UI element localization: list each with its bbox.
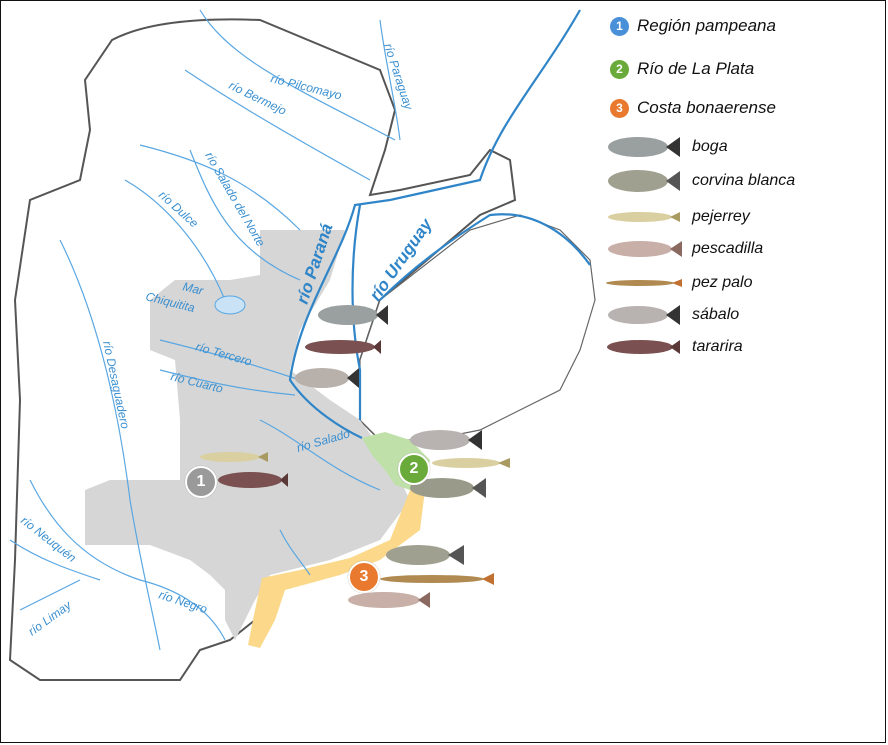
map-fish-boga-1 [295,368,359,388]
map-fish-pez-palo-1 [380,573,494,585]
pez-palo-fish-icon [606,279,682,287]
sabalo-fish-icon [608,305,680,325]
legend-badge-3: 3 [610,98,629,118]
legend-region-1: 1 Región pampeana [610,12,776,40]
legend-label-tararira: tararira [692,338,743,355]
legend-label-boga: boga [692,138,728,155]
legend-badge-2: 2 [610,59,629,79]
region-costa-shape [248,490,425,648]
major-rivers [288,9,591,439]
legend-label-pescadilla: pescadilla [692,240,764,257]
region-pampeana-shape [85,230,410,640]
legend-fish-tararira: tararira [606,332,743,362]
legend-label-corvina: corvina blanca [692,172,796,189]
legend-fish-corvina: corvina blanca [606,166,795,196]
boga-fish-icon [608,137,680,157]
legend-label-sabalo: sábalo [692,306,740,323]
legend-fish-sabalo: sábalo [606,300,739,330]
map-marker-2: 2 [398,453,430,485]
legend-fish-pez-palo: pez palo [606,268,753,298]
map-fish-corvina-2 [386,545,464,565]
legend-badge-1: 1 [610,16,629,36]
legend-label-pez-palo: pez palo [692,274,753,291]
map-marker-1: 1 [185,466,217,498]
map-fish-corvina-1 [410,478,486,498]
legend-region-3: 3 Costa bonaerense [610,94,776,122]
label-mar-1: Mar [181,279,205,298]
map-fish-tararira-1 [305,340,381,354]
legend-region-2: 2 Río de La Plata [610,55,754,83]
minor-rivers [9,9,401,651]
legend-label-rio-plata: Río de La Plata [637,59,755,78]
map-marker-3: 3 [348,561,380,593]
legend-label-costa-bonaerense: Costa bonaerense [637,98,776,117]
legend-fish-boga: boga [606,132,728,162]
legend-label-pejerrey: pejerrey [692,208,750,225]
tararira-fish-icon [607,340,680,354]
pescadilla-fish-icon [608,241,682,257]
legend-fish-pescadilla: pescadilla [606,234,763,264]
mar-chiquitita-lake [214,295,246,315]
corvina-fish-icon [608,170,680,192]
map-fish-sabalo-2 [410,430,482,450]
legend-label-region-pampeana: Región pampeana [637,16,776,35]
legend-fish-pejerrey: pejerrey [606,202,750,232]
legend: 1 Región pampeana 2 Río de La Plata 3 Co… [600,6,850,362]
map-fish-pejerrey-2 [432,458,510,468]
map-fish-tararira-2 [218,472,288,488]
map-fish-sabalo-1 [318,305,388,325]
map-fish-pejerrey-1 [200,452,268,462]
map-fish-pescadilla-1 [348,592,430,608]
pejerrey-fish-icon [608,212,680,222]
